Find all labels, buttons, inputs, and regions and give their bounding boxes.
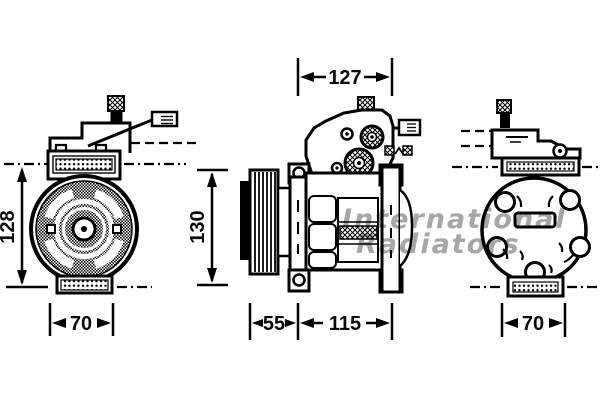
side-label-plate (339, 225, 378, 240)
dim-70-right-label: 70 (522, 313, 544, 335)
side-view (240, 96, 422, 294)
rear-bolt-hole (494, 191, 516, 213)
rear-view (452, 99, 600, 298)
dimension-rear-width: 70 (500, 303, 567, 337)
front-view (4, 95, 198, 295)
front-connector (150, 110, 179, 128)
side-pulley-hub (240, 181, 250, 260)
dim-70-left-label: 70 (70, 313, 92, 335)
dimension-front-height: 128 (0, 167, 48, 289)
rear-port-cap (496, 99, 512, 114)
dim-128-label: 128 (0, 210, 19, 243)
dim-130-label: 130 (187, 210, 209, 243)
dimension-side-bottom: 55 115 (248, 303, 394, 340)
dimension-front-width: 70 (48, 303, 115, 336)
dim-55-label: 55 (263, 313, 285, 335)
rear-id-plate (513, 211, 557, 229)
rear-port-stem (500, 112, 510, 128)
front-shaft-center (81, 226, 87, 232)
side-rear-bulge (399, 188, 414, 267)
dim-127-label: 127 (328, 67, 361, 89)
dimension-side-height: 130 (187, 168, 228, 287)
rear-bolt-hole (559, 189, 581, 211)
dimension-side-top-width: 127 (296, 58, 394, 96)
front-port-cap (107, 95, 125, 112)
rear-bolt-hole (569, 236, 591, 258)
front-wire (87, 118, 153, 148)
rear-bolt-hole (486, 236, 508, 258)
front-clutch-band (55, 158, 113, 171)
dim-115-label: 115 (329, 313, 361, 335)
